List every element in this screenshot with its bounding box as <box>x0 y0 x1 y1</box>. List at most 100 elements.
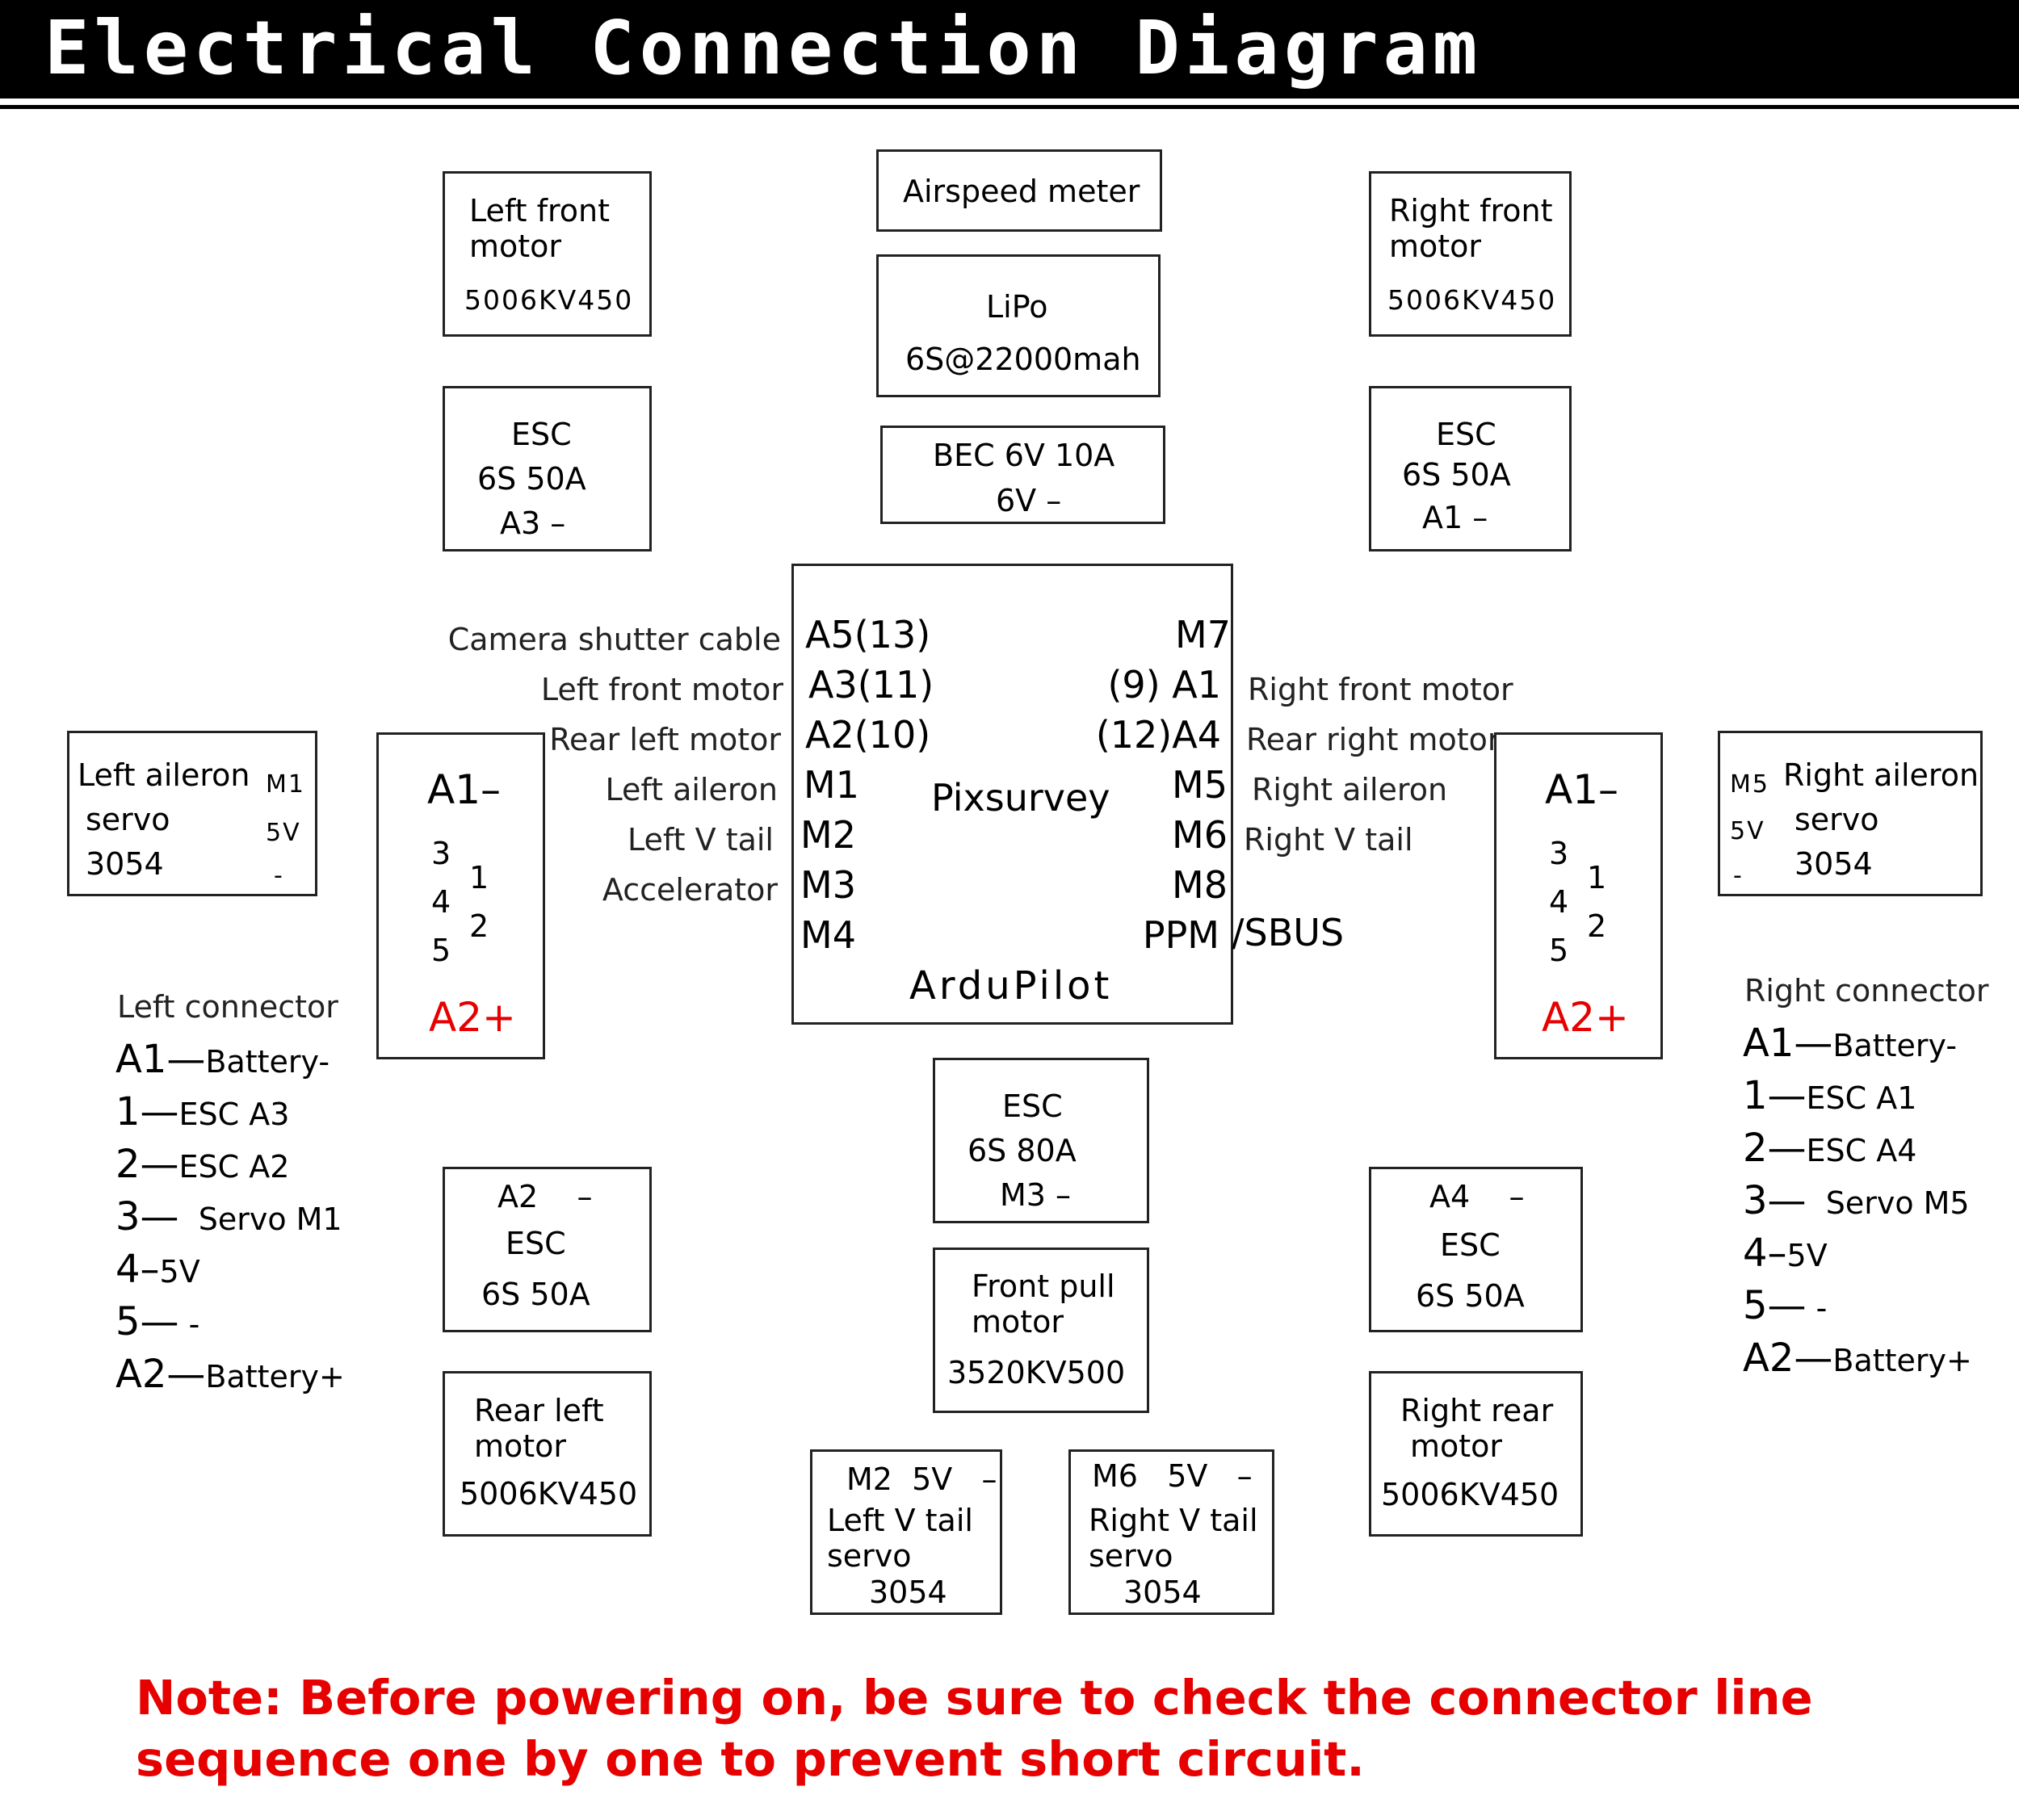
fc-port-m8: M8 <box>1172 863 1228 907</box>
fc-label-left-aileron: Left aileron <box>605 772 778 807</box>
left-v-tail-line3: servo <box>827 1538 912 1574</box>
right-connector-row: 3— Servo M5 <box>1743 1181 1970 1221</box>
fc-port-a1: (9) A1 <box>1107 663 1221 707</box>
left-front-motor-box: Left front motor 5006KV450 <box>443 171 652 337</box>
left-plug-top: A1– <box>427 766 502 813</box>
right-v-tail-servo-box: M6 5V – Right V tail servo 3054 <box>1068 1449 1274 1615</box>
left-connector-row: 5— - <box>115 1302 200 1342</box>
left-connector-row: A2—Battery+ <box>115 1355 345 1394</box>
left-aileron-line2: servo <box>86 802 170 837</box>
left-connector-key: 5— <box>115 1299 179 1344</box>
right-connector-value: Battery+ <box>1832 1343 1972 1378</box>
lipo-line1: LiPo <box>986 289 1048 325</box>
right-connector-value: 5V <box>1786 1238 1828 1273</box>
right-plug-pin-5: 5 <box>1549 933 1569 968</box>
fc-port-ppm: PPM <box>1142 913 1219 957</box>
title-rule <box>0 105 2019 109</box>
right-connector-value: - <box>1806 1290 1828 1326</box>
left-connector-key: 4– <box>115 1247 160 1292</box>
esc-left-top-line2: 6S 50A <box>477 461 586 497</box>
right-v-tail-line3: servo <box>1089 1538 1173 1574</box>
right-front-motor-model: 5006KV450 <box>1387 284 1557 316</box>
right-connector-key: 4– <box>1743 1231 1787 1276</box>
bec-line1: BEC 6V 10A <box>933 438 1115 473</box>
lipo-line2: 6S@22000mah <box>905 342 1141 377</box>
left-connector-key: A2— <box>115 1352 206 1397</box>
right-connector-key: 5— <box>1743 1283 1807 1328</box>
esc-right-bottom-line3: 6S 50A <box>1416 1278 1525 1314</box>
right-front-motor-line2: motor <box>1389 229 1482 264</box>
left-connector-value: - <box>178 1306 200 1342</box>
front-pull-motor-model: 3520KV500 <box>947 1355 1126 1390</box>
esc-right-top-box: ESC 6S 50A A1 – <box>1369 386 1572 551</box>
right-connector-plug: A1– 3 1 4 2 5 A2+ <box>1494 732 1663 1059</box>
left-plug-pin-4: 4 <box>431 884 451 920</box>
front-pull-motor-box: Front pull motor 3520KV500 <box>933 1248 1149 1413</box>
title-bar: Electrical Connection Diagram <box>0 0 2019 99</box>
esc-left-bottom-box: A2 – ESC 6S 50A <box>443 1167 652 1332</box>
esc-left-top-line3: A3 – <box>500 505 566 541</box>
fc-brand-ardupilot: ArduPilot <box>909 963 1113 1009</box>
esc-left-bottom-line2: ESC <box>506 1226 566 1261</box>
left-connector-key: 1— <box>115 1089 179 1134</box>
left-connector-title: Left connector <box>117 989 338 1025</box>
esc-right-top-line2: 6S 50A <box>1402 457 1511 493</box>
esc-front-box: ESC 6S 80A M3 – <box>933 1058 1149 1223</box>
right-plug-pin-1: 1 <box>1587 860 1607 895</box>
left-front-motor-line1: Left front <box>469 193 610 229</box>
right-aileron-pin-m5: M5 <box>1730 770 1769 799</box>
rear-left-motor-line2: motor <box>474 1428 567 1464</box>
left-connector-row: 3— Servo M1 <box>115 1197 342 1237</box>
esc-right-bottom-line1: A4 – <box>1429 1179 1525 1214</box>
right-connector-row: A1—Battery- <box>1743 1024 1958 1063</box>
bec-line2: 6V – <box>996 483 1062 518</box>
esc-front-line3: M3 – <box>1000 1177 1072 1213</box>
fc-port-a4: (12)A4 <box>1095 713 1221 757</box>
esc-left-top-box: ESC 6S 50A A3 – <box>443 386 652 551</box>
right-rear-motor-model: 5006KV450 <box>1381 1477 1559 1512</box>
right-aileron-pin-neg: - <box>1733 862 1744 890</box>
left-connector-key: 3— <box>115 1194 179 1239</box>
fc-label-rear-left-motor: Rear left motor <box>549 722 781 757</box>
right-aileron-pin-5v: 5V <box>1730 817 1765 845</box>
left-v-tail-line1: M2 5V – <box>846 1461 997 1497</box>
right-aileron-line2: servo <box>1794 802 1879 837</box>
esc-right-bottom-box: A4 – ESC 6S 50A <box>1369 1167 1583 1332</box>
flight-controller-box: A5(13) A3(11) A2(10) M1 M2 M3 M4 M7 (9) … <box>791 564 1233 1025</box>
left-connector-key: 2— <box>115 1142 179 1187</box>
lipo-battery-box: LiPo 6S@22000mah <box>876 254 1161 397</box>
right-connector-value: Battery- <box>1832 1028 1958 1063</box>
left-front-motor-model: 5006KV450 <box>464 284 634 316</box>
right-connector-row: 1—ESC A1 <box>1743 1076 1916 1116</box>
fc-port-m3: M3 <box>800 863 856 907</box>
rear-left-motor-box: Rear left motor 5006KV450 <box>443 1371 652 1537</box>
left-plug-bottom: A2+ <box>429 994 516 1041</box>
left-connector-key: A1— <box>115 1037 206 1082</box>
fc-port-m7: M7 <box>1175 613 1231 656</box>
airspeed-meter-label: Airspeed meter <box>903 174 1140 209</box>
right-connector-key: 3— <box>1743 1178 1807 1223</box>
rear-left-motor-model: 5006KV450 <box>460 1476 638 1512</box>
left-plug-pin-5: 5 <box>431 933 451 968</box>
right-connector-row: 5— - <box>1743 1286 1828 1326</box>
left-connector-value: 5V <box>159 1254 200 1290</box>
right-connector-key: 1— <box>1743 1073 1807 1118</box>
right-connector-title: Right connector <box>1744 973 1989 1009</box>
fc-port-m4: M4 <box>800 913 856 957</box>
bec-box: BEC 6V 10A 6V – <box>880 426 1165 524</box>
right-v-tail-line2: Right V tail <box>1089 1503 1258 1538</box>
esc-right-bottom-line2: ESC <box>1440 1227 1501 1263</box>
left-aileron-servo-box: Left aileron servo 3054 M1 5V - <box>67 731 317 896</box>
esc-front-line2: 6S 80A <box>968 1133 1077 1168</box>
fc-port-sbus: /SBUS <box>1232 911 1345 954</box>
front-pull-motor-line1: Front pull <box>972 1269 1115 1304</box>
right-v-tail-line1: M6 5V – <box>1092 1458 1253 1494</box>
right-front-motor-box: Right front motor 5006KV450 <box>1369 171 1572 337</box>
right-aileron-servo-box: M5 5V - Right aileron servo 3054 <box>1718 731 1983 896</box>
right-connector-value: ESC A4 <box>1806 1133 1917 1168</box>
right-v-tail-line4: 3054 <box>1123 1575 1202 1610</box>
left-aileron-pin-neg: - <box>274 862 284 890</box>
left-aileron-pin-m1: M1 <box>266 770 305 799</box>
fc-port-a5: A5(13) <box>805 613 931 656</box>
right-aileron-line3: 3054 <box>1794 846 1873 882</box>
